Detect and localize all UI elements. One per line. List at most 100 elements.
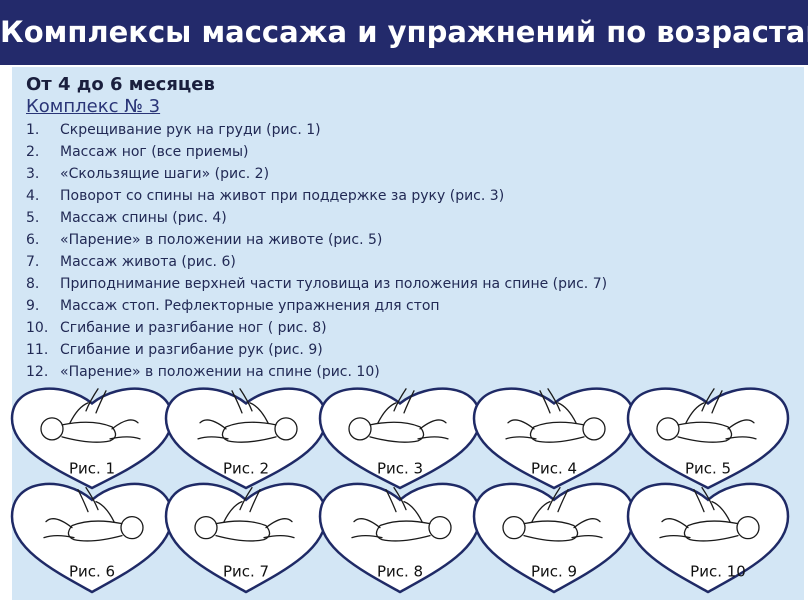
baby-leg xyxy=(725,436,757,440)
item-number: 1. xyxy=(26,122,40,138)
baby-arm xyxy=(69,402,89,424)
baby-body xyxy=(523,520,579,542)
heart-frame xyxy=(626,387,790,490)
adult-hand xyxy=(385,486,407,513)
baby-head xyxy=(736,515,760,540)
baby-body xyxy=(529,421,585,443)
baby-leg xyxy=(573,518,601,529)
figure-heart: Рис. 7 xyxy=(164,482,328,594)
item-text: Приподнимание верхней части туловища из … xyxy=(60,276,608,292)
adult-hand xyxy=(85,388,107,414)
complex-title: Комплекс № 3 xyxy=(26,96,161,117)
baby-head xyxy=(120,515,144,540)
item-text: Поворот со спины на живот при поддержке … xyxy=(60,188,505,204)
item-number: 7. xyxy=(26,254,40,270)
figure-heart: Рис. 1 xyxy=(10,387,174,490)
item-number: 3. xyxy=(26,166,40,182)
baby-leg xyxy=(661,518,689,529)
heart-frame xyxy=(164,387,328,490)
baby-head xyxy=(194,515,218,540)
item-text: Скрещивание рук на груди (рис. 1) xyxy=(60,122,321,138)
baby-leg xyxy=(353,518,381,529)
figure-label: Рис. 2 xyxy=(223,460,269,478)
baby-leg xyxy=(111,419,139,430)
baby-leg xyxy=(197,436,229,440)
adult-hand xyxy=(393,388,415,414)
baby-leg xyxy=(419,419,447,430)
item-number: 12. xyxy=(26,364,49,380)
list-item: 7.Массаж живота (рис. 6) xyxy=(26,251,607,273)
baby-leg xyxy=(571,534,603,539)
baby-body xyxy=(221,421,277,443)
exercise-list: 1.Скрещивание рук на груди (рис. 1) 2.Ма… xyxy=(26,119,607,383)
baby-head xyxy=(274,417,298,441)
baby-leg xyxy=(199,419,227,430)
item-text: Массаж стоп. Рефлекторные упражнения для… xyxy=(60,298,440,314)
baby-leg xyxy=(505,436,537,440)
baby-arm xyxy=(531,500,551,523)
figure-heart: Рис. 5 xyxy=(626,387,790,490)
item-text: «Парение» в положении на животе (рис. 5) xyxy=(60,232,383,248)
figure-label: Рис. 4 xyxy=(531,460,577,478)
baby-body xyxy=(67,520,123,542)
figure-label: Рис. 10 xyxy=(690,562,746,580)
heart-frame xyxy=(10,482,174,594)
heart-frame xyxy=(626,482,790,594)
list-item: 1. Скрещивание рук на груди (рис. 1) xyxy=(26,119,607,141)
adult-hand xyxy=(231,388,253,414)
figure-heart: Рис. 9 xyxy=(472,482,636,594)
baby-arm xyxy=(557,402,577,424)
figure-label: Рис. 7 xyxy=(223,562,269,580)
list-item: 5. Массаж спины (рис. 4) xyxy=(26,207,607,229)
baby-arm xyxy=(249,402,269,424)
heart-frame xyxy=(318,387,482,490)
baby-arm xyxy=(95,500,115,523)
figure-label: Рис. 1 xyxy=(69,460,115,478)
list-item: 3.«Скользящие шаги» (рис. 2) xyxy=(26,163,607,185)
list-item: 8.Приподнимание верхней части туловища и… xyxy=(26,273,607,295)
baby-head xyxy=(428,515,452,540)
baby-leg xyxy=(265,518,293,529)
baby-leg xyxy=(263,534,295,539)
item-number: 11. xyxy=(26,342,49,358)
figure-heart: Рис. 8 xyxy=(318,482,482,594)
baby-leg xyxy=(417,436,449,440)
baby-body xyxy=(677,421,733,443)
heart-frame xyxy=(472,387,636,490)
baby-head xyxy=(502,515,526,540)
baby-arm xyxy=(223,500,243,523)
item-number: 10. xyxy=(26,320,49,336)
item-text: Массаж ног (все приемы) xyxy=(60,144,249,160)
baby-leg xyxy=(727,419,755,430)
figure-label: Рис. 9 xyxy=(531,562,577,580)
baby-head xyxy=(348,417,372,441)
heart-frame xyxy=(472,482,636,594)
list-item: 9. Массаж стоп. Рефлекторные упражнения д… xyxy=(26,295,607,317)
baby-body xyxy=(61,421,117,443)
list-item: 11.Сгибание и разгибание рук (рис. 9) xyxy=(26,339,607,361)
header-bar: Комплексы массажа и упражнений по возрас… xyxy=(0,0,808,65)
age-group-heading: От 4 до 6 месяцев xyxy=(26,74,215,95)
figure-label: Рис. 6 xyxy=(69,562,115,580)
adult-hand xyxy=(701,388,723,414)
adult-hand xyxy=(547,486,569,513)
item-number: 9. xyxy=(26,298,40,314)
list-item: 12.«Парение» в положении на спине (рис. … xyxy=(26,361,607,383)
figure-heart: Рис. 6 xyxy=(10,482,174,594)
figure-heart: Рис. 3 xyxy=(318,387,482,490)
baby-body xyxy=(375,520,431,542)
figure-label: Рис. 5 xyxy=(685,460,731,478)
adult-hand xyxy=(693,486,715,513)
adult-hand xyxy=(539,388,561,414)
baby-arm xyxy=(711,500,731,523)
baby-body xyxy=(369,421,425,443)
baby-arm xyxy=(377,402,397,424)
heart-frame xyxy=(164,482,328,594)
list-item: 6.«Парение» в положении на животе (рис. … xyxy=(26,229,607,251)
item-text: Сгибание и разгибание ног ( рис. 8) xyxy=(60,320,327,336)
item-number: 5. xyxy=(26,210,40,226)
figure-heart: Рис. 2 xyxy=(164,387,328,490)
item-text: Массаж спины (рис. 4) xyxy=(60,210,227,226)
